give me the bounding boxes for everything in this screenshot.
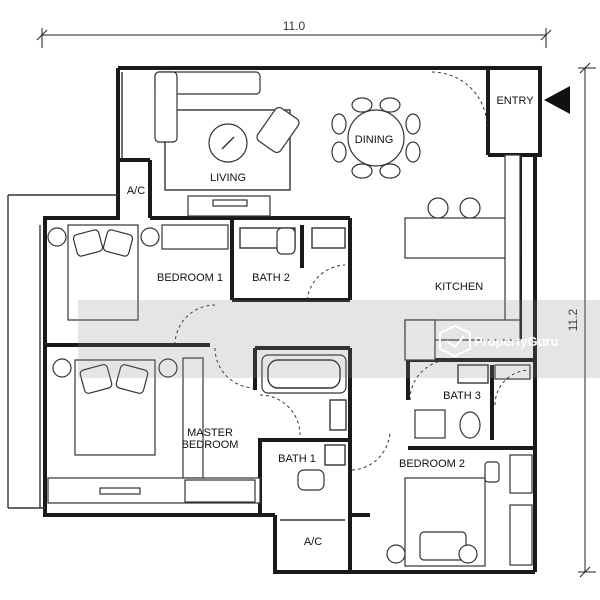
entry-walls: [431, 68, 520, 157]
label-bath1: BATH 1: [278, 453, 316, 465]
bath3-fixtures: [409, 359, 531, 439]
height-label: 11.2: [566, 308, 580, 331]
kitchen-counters: [404, 154, 521, 361]
height-dimension: 11.2: [566, 62, 596, 578]
label-entry: ENTRY: [496, 95, 534, 107]
label-ac-bottom: A/C: [304, 536, 322, 548]
label-bath2: BATH 2: [252, 272, 290, 284]
width-dimension: 11.0: [36, 19, 552, 48]
living-furniture: [154, 71, 300, 217]
label-dining: DINING: [355, 134, 394, 146]
label-bedroom1: BEDROOM 1: [157, 272, 223, 284]
label-kitchen: KITCHEN: [435, 281, 483, 293]
bedroom2-furniture: [351, 431, 533, 567]
bath1-fixtures: [259, 354, 347, 491]
label-bath3: BATH 3: [443, 390, 481, 402]
label-ac-top: A/C: [127, 185, 145, 197]
bedroom1-furniture: [47, 224, 346, 346]
width-label: 11.0: [283, 19, 306, 33]
entry-arrow-icon: [544, 86, 570, 114]
propertyguru-logo-icon: [439, 324, 471, 358]
watermark-text: PropertyGuru: [474, 334, 559, 349]
watermark: PropertyGuru: [78, 300, 600, 378]
label-bedroom2: BEDROOM 2: [399, 458, 465, 470]
label-master-line1: MASTER: [187, 427, 233, 439]
dining-table: [331, 97, 421, 179]
master-bedroom-furniture: [47, 347, 261, 504]
label-master-line2: BEDROOM: [182, 439, 239, 451]
label-living: LIVING: [210, 172, 246, 184]
